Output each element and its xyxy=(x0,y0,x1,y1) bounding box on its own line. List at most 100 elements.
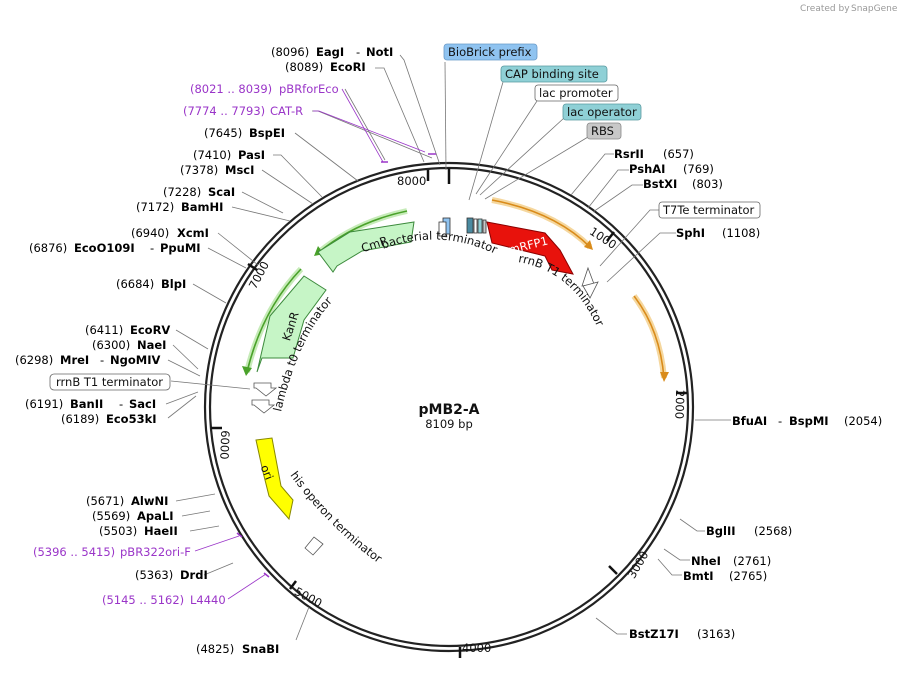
svg-text:-: - xyxy=(150,241,154,255)
site-rsrii[interactable]: RsrII (657) xyxy=(614,147,694,161)
lac-operator-glyph xyxy=(477,218,483,234)
feature-cmr[interactable]: CmR xyxy=(317,221,415,273)
box-rrnb-t1-left[interactable]: rrnB T1 terminator xyxy=(49,373,171,391)
site-bamhi[interactable]: (7172) BamHI xyxy=(136,200,223,214)
backbone-outer-ring xyxy=(203,161,695,653)
site-pshai-name: PshAI xyxy=(629,162,665,176)
site-xcmi-name: XcmI xyxy=(177,226,209,240)
primer-markers xyxy=(236,153,436,578)
site-haeii-pos: (5503) xyxy=(99,524,137,538)
primer-pbr322ori-f-range: (5396 .. 5415) xyxy=(33,545,115,559)
tick-label-4000: 4000 xyxy=(462,641,491,655)
primer-pbrforeco-range: (8021 .. 8039) xyxy=(190,82,272,96)
orf-arc-right xyxy=(631,294,667,379)
primer-cat-r[interactable]: (7774 .. 7793) CAT-R xyxy=(183,104,303,118)
site-drdi-name: DrdI xyxy=(180,568,208,582)
site-naei-pos: (6300) xyxy=(92,338,130,352)
tick-label-6000: 6000 xyxy=(217,430,232,460)
primer-l4440[interactable]: (5145 .. 5162) L4440 xyxy=(102,593,226,607)
site-pasi[interactable]: (7410) PasI xyxy=(193,148,265,162)
site-apali-name: ApaLI xyxy=(137,509,174,523)
site-sphi[interactable]: SphI (1108) xyxy=(676,226,760,240)
site-eco53ki-name: Eco53kI xyxy=(106,412,157,426)
site-nhei[interactable]: NheI (2761) xyxy=(691,554,771,568)
box-lac-promoter[interactable]: lac promoter xyxy=(534,84,619,102)
feature-kanr[interactable]: KanR xyxy=(256,275,327,373)
site-saci-name: SacI xyxy=(129,397,156,411)
site-snabi[interactable]: (4825) SnaBI xyxy=(196,642,279,656)
tick-label-8000: 8000 xyxy=(397,174,426,188)
tick-7000 xyxy=(247,262,258,272)
site-drdi[interactable]: (5363) DrdI xyxy=(135,568,208,582)
primer-pbrforeco[interactable]: (8021 .. 8039) pBRforEco xyxy=(190,82,339,96)
primer-pbrforeco-name: pBRforEco xyxy=(279,82,339,96)
feature-ori[interactable]: ori xyxy=(255,437,294,521)
site-ecorv[interactable]: (6411) EcoRV xyxy=(85,323,170,337)
site-rsrii-name: RsrII xyxy=(614,147,644,161)
his-operon-terminator-label: his operon terminator xyxy=(288,468,385,565)
site-msci[interactable]: (7378) MscI xyxy=(180,163,254,177)
site-haeii[interactable]: (5503) HaeII xyxy=(99,524,178,538)
site-bstz17i-pos: (3163) xyxy=(697,627,735,641)
his-terminator-glyph xyxy=(304,536,324,556)
site-scai-name: ScaI xyxy=(208,185,235,199)
box-cap-binding-site[interactable]: CAP binding site xyxy=(500,65,608,83)
site-bfuai-name: BfuAI xyxy=(732,414,767,428)
site-pshai[interactable]: PshAI (769) xyxy=(629,162,714,176)
svg-text:-: - xyxy=(778,414,782,428)
site-apali[interactable]: (5569) ApaLI xyxy=(92,509,174,523)
site-banii-saci[interactable]: (6191) BanII - SacI xyxy=(25,397,156,411)
site-scai[interactable]: (7228) ScaI xyxy=(163,185,235,199)
site-sphi-pos: (1108) xyxy=(722,226,760,240)
site-nhei-name: NheI xyxy=(691,554,721,568)
site-drdi-pos: (5363) xyxy=(135,568,173,582)
site-pasi-name: PasI xyxy=(238,148,265,162)
box-t7te-terminator-label: T7Te terminator xyxy=(662,203,755,217)
site-blpi[interactable]: (6684) BlpI xyxy=(116,277,186,291)
box-lac-operator[interactable]: lac operator xyxy=(562,103,642,121)
site-xcmi[interactable]: (6940) XcmI xyxy=(131,226,209,240)
site-bmti-pos: (2765) xyxy=(729,569,767,583)
rrnb-t1-left-glyph xyxy=(253,382,278,397)
primer-cat-r-name: CAT-R xyxy=(270,104,303,118)
site-bspei[interactable]: (7645) BspEI xyxy=(204,126,285,140)
site-naei-name: NaeI xyxy=(137,338,166,352)
box-rbs[interactable]: RBS xyxy=(586,122,622,140)
site-bfuai-bspmi[interactable]: BfuAI - BspMI (2054) xyxy=(732,414,882,428)
box-biobrick-prefix[interactable]: BioBrick prefix xyxy=(443,43,538,61)
site-xcmi-pos: (6940) xyxy=(131,226,169,240)
site-bspei-pos: (7645) xyxy=(204,126,242,140)
site-scai-pos: (7228) xyxy=(163,185,201,199)
svg-text:-: - xyxy=(356,45,360,59)
site-mrei-ngomiv[interactable]: (6298) MreI - NgoMIV xyxy=(15,353,160,367)
site-ecorv-name: EcoRV xyxy=(130,323,170,337)
svg-text:-: - xyxy=(119,397,123,411)
site-ecoo109i-ppumi[interactable]: (6876) EcoO109I - PpuMI xyxy=(29,241,201,255)
site-banii-name: BanII xyxy=(70,397,103,411)
box-t7te-terminator[interactable]: T7Te terminator xyxy=(658,201,761,219)
site-bmti[interactable]: BmtI (2765) xyxy=(683,569,767,583)
site-alwni[interactable]: (5671) AlwNI xyxy=(86,494,168,508)
site-bspei-name: BspEI xyxy=(249,126,285,140)
site-bamhi-name: BamHI xyxy=(181,200,223,214)
primer-l4440-range: (5145 .. 5162) xyxy=(102,593,184,607)
site-snabi-name: SnaBI xyxy=(242,642,279,656)
site-bstz17i[interactable]: BstZ17I (3163) xyxy=(629,627,735,641)
plasmid-name: pMB2-A xyxy=(418,402,479,418)
site-eco53ki[interactable]: (6189) Eco53kI xyxy=(61,412,157,426)
site-bglii[interactable]: BglII (2568) xyxy=(706,524,792,538)
site-snabi-pos: (4825) xyxy=(196,642,234,656)
site-nhei-pos: (2761) xyxy=(733,554,771,568)
box-rrnb-t1-left-label: rrnB T1 terminator xyxy=(56,375,163,389)
primer-pbr322ori-f[interactable]: (5396 .. 5415) pBR322ori-F xyxy=(33,545,191,559)
feature-mrfp1[interactable]: mRFP1 xyxy=(486,221,574,275)
site-bstxi[interactable]: BstXI (803) xyxy=(643,177,723,191)
site-msci-pos: (7378) xyxy=(180,163,218,177)
site-naei[interactable]: (6300) NaeI xyxy=(92,338,166,352)
site-ecori[interactable]: (8089) EcoRI xyxy=(285,60,366,74)
primer-pbr322ori-f-name: pBR322ori-F xyxy=(120,545,191,559)
site-eagi-noti[interactable]: (8096) EagI - NotI xyxy=(271,45,393,59)
primer-l4440-name: L4440 xyxy=(190,593,226,607)
site-mrei-pos: (6298) xyxy=(15,353,53,367)
